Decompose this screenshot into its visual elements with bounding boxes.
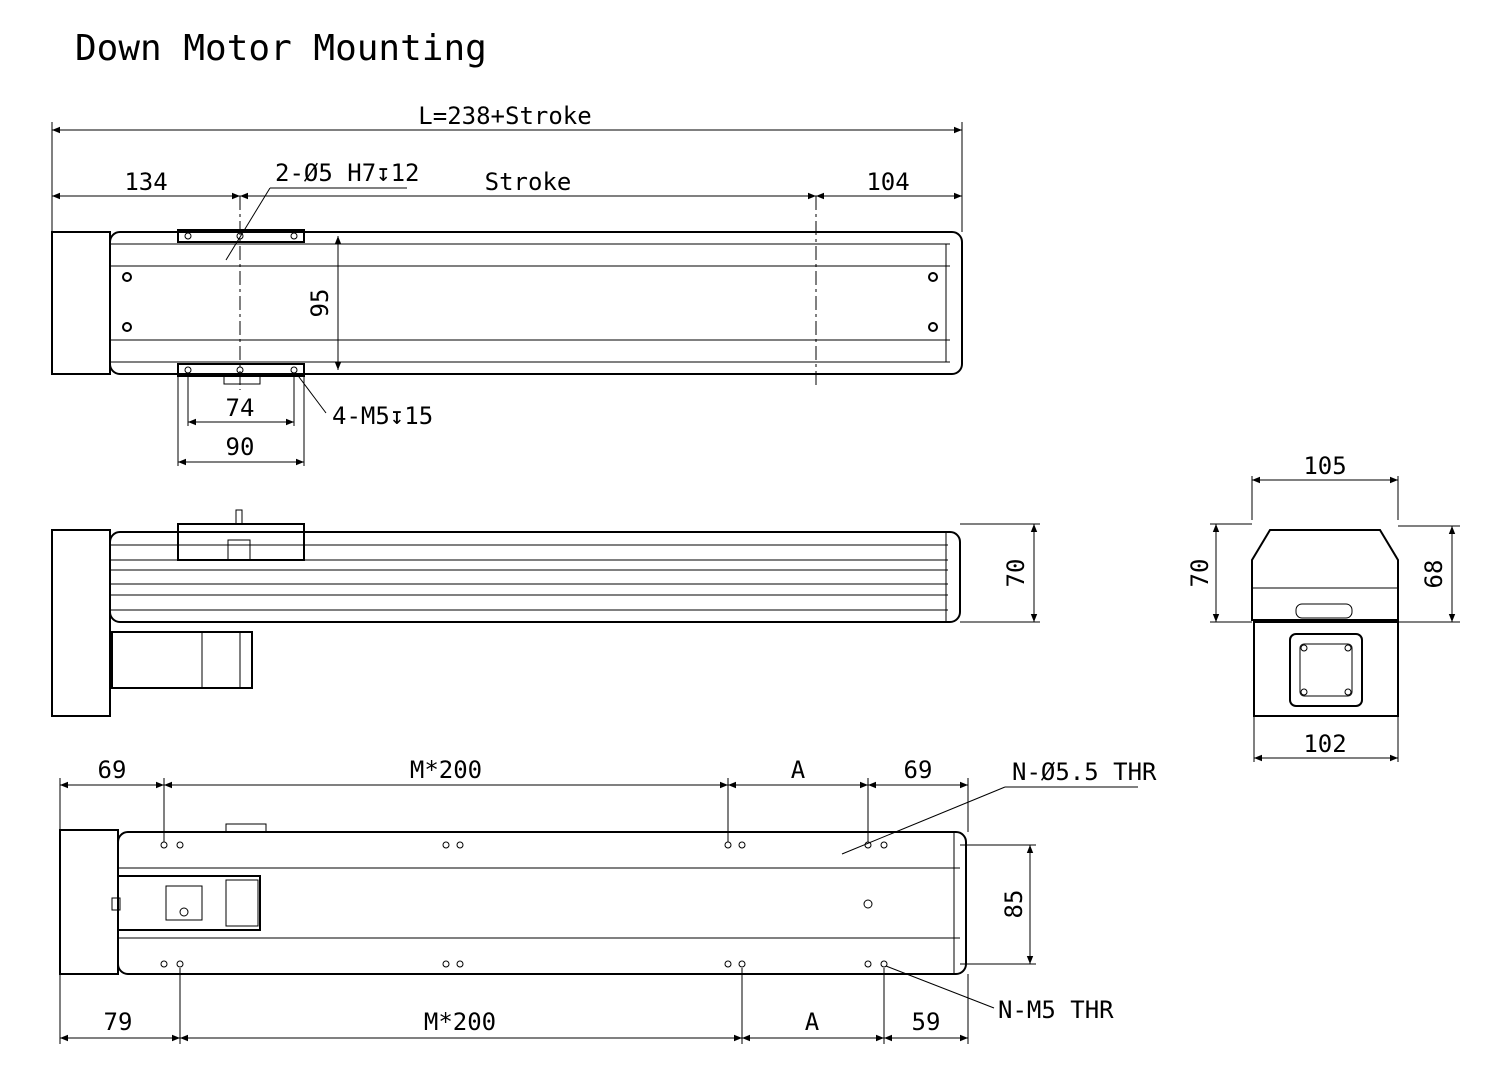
dim-end-width-105: 105 [1303,452,1346,480]
dim-bottom-right-59: 59 [912,1008,941,1036]
top-view: L=238+Stroke 134 Stroke 104 2-Ø5 H7↧12 [51,102,963,466]
dim-height-95: 95 [306,289,334,318]
end-view: 105 70 68 102 [1186,452,1460,762]
dim-height-85: 85 [1000,890,1028,919]
dim-top-pitch: M*200 [410,756,482,784]
dim-side-height-70: 70 [1002,559,1030,588]
dim-bottom-pitch: M*200 [424,1008,496,1036]
dim-stroke: Stroke [485,168,572,196]
dim-hole-90: 90 [226,433,255,461]
thread-callout: 4-M5↧15 [332,402,433,430]
pin-callout: 2-Ø5 H7↧12 [275,159,420,187]
bottom-thread-callout: N-M5 THR [998,996,1114,1024]
dim-right-offset: 104 [866,168,909,196]
dim-bottom-left-79: 79 [104,1008,133,1036]
dim-bottom-a: A [805,1008,820,1036]
side-view: 70 [51,509,1040,717]
bottom-view: 69 M*200 A 69 N-Ø5.5 THR [59,756,1157,1044]
hole-callout: N-Ø5.5 THR [1012,758,1157,786]
dim-top-a: A [791,756,806,784]
dim-left-offset: 134 [124,168,167,196]
dim-end-height-68: 68 [1420,560,1448,589]
drawing-title: Down Motor Mounting [75,28,487,69]
dim-top-right-69: 69 [904,756,933,784]
dim-end-height-70: 70 [1186,559,1214,588]
dim-hole-74: 74 [226,394,255,422]
dim-total-length: L=238+Stroke [418,102,591,130]
dim-top-left-69: 69 [98,756,127,784]
dim-end-width-102: 102 [1303,730,1346,758]
